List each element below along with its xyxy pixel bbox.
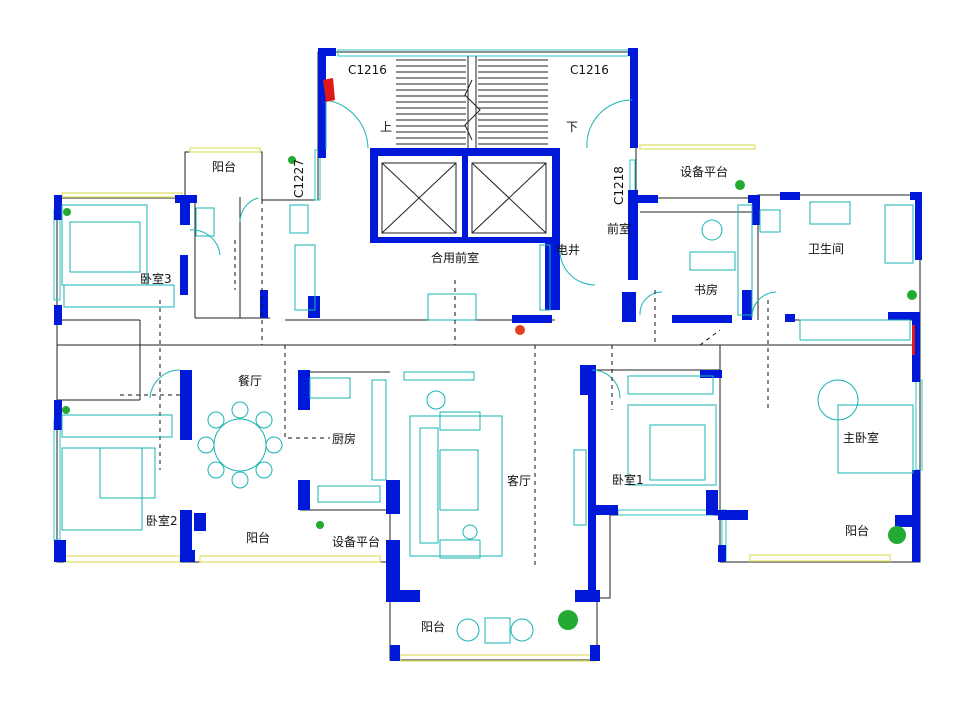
furniture [61, 201, 914, 644]
room-label-balcony-top-left: 阳台 [212, 159, 236, 174]
plant-icon [62, 406, 70, 414]
window-codes: C1216 C1216 C1227 C1218 [292, 63, 626, 205]
plant-icon [907, 290, 917, 300]
outline-lines [56, 51, 921, 661]
room-label-kitchen: 厨房 [332, 431, 356, 446]
room-label-bedroom1: 卧室1 [612, 472, 644, 487]
window-code-c1216-left: C1216 [348, 63, 387, 77]
room-label-front-room: 前室 [607, 221, 631, 236]
window-code-c1218: C1218 [612, 166, 626, 205]
room-label-living: 客厅 [507, 473, 531, 488]
room-label-balcony-bottom-right: 阳台 [845, 523, 869, 538]
plant-icon [888, 526, 906, 544]
plant-icon [316, 521, 324, 529]
room-label-study: 书房 [694, 282, 718, 297]
stairs [396, 56, 548, 148]
accent-markers [323, 78, 915, 355]
room-label-dining: 餐厅 [238, 373, 262, 388]
room-labels: 阳台 卧室3 餐厅 厨房 卧室2 阳台 设备平台 客厅 阳台 合用前室 电井 前… [140, 159, 879, 634]
plant-icon [288, 156, 296, 164]
room-label-balcony-bottom-center: 阳台 [421, 619, 445, 634]
plant-icon [735, 180, 745, 190]
room-label-electric-shaft: 电井 [556, 243, 580, 257]
red-marker [323, 78, 335, 102]
plant-icon [63, 208, 71, 216]
room-label-bathroom: 卫生间 [808, 242, 844, 256]
window-code-c1227: C1227 [292, 159, 306, 198]
plant-icon [558, 610, 578, 630]
room-label-balcony-bottom-left: 阳台 [246, 530, 270, 545]
room-label-equipment-platform-top: 设备平台 [680, 164, 728, 179]
red-marker-right [912, 325, 915, 355]
room-label-bedroom3: 卧室3 [140, 271, 172, 286]
plants [62, 156, 917, 630]
red-marker-lobby [515, 325, 525, 335]
circulation-lines [120, 200, 769, 565]
stair-up-mark: 上 [380, 120, 392, 134]
room-label-equipment-platform-bottom: 设备平台 [332, 534, 380, 549]
room-label-master-bedroom: 主卧室 [843, 430, 879, 445]
room-label-shared-lobby: 合用前室 [431, 250, 479, 265]
window-lines [53, 49, 923, 662]
room-label-bedroom2: 卧室2 [146, 513, 178, 528]
walls [54, 48, 922, 661]
elevators [381, 162, 547, 234]
window-code-c1216-right: C1216 [570, 63, 609, 77]
stair-marks: 上 下 [380, 120, 578, 134]
stair-down-mark: 下 [566, 120, 578, 134]
